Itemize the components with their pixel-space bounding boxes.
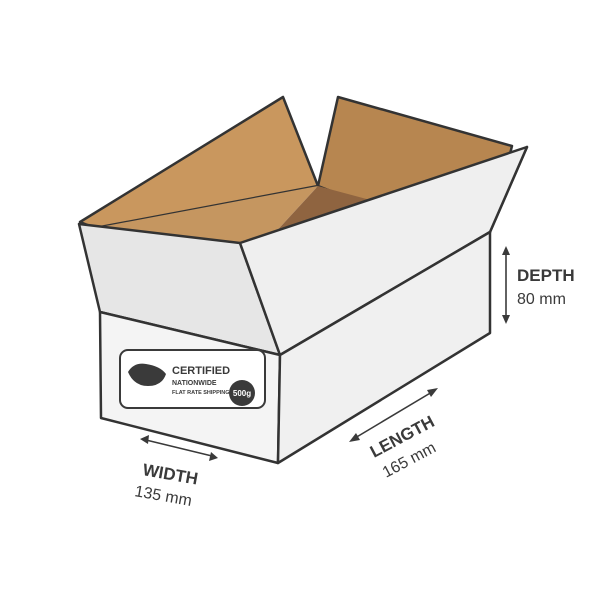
logo-line3: FLAT RATE SHIPPING — [172, 390, 230, 396]
depth-title: DEPTH — [517, 266, 575, 285]
length-arrow — [349, 388, 438, 442]
seal-text: 500g — [233, 389, 251, 398]
width-arrow — [140, 435, 218, 461]
width-value: 135 mm — [133, 483, 193, 510]
side-face — [276, 230, 492, 465]
width-title: WIDTH — [141, 460, 199, 488]
depth-arrow — [502, 246, 510, 324]
depth-value: 80 mm — [517, 291, 566, 308]
certified-logo: CERTIFIED NATIONWIDE FLAT RATE SHIPPING … — [119, 349, 266, 409]
logo-line2: NATIONWIDE — [172, 380, 217, 387]
seal-badge — [229, 380, 255, 406]
logo-line1: CERTIFIED — [172, 365, 230, 377]
